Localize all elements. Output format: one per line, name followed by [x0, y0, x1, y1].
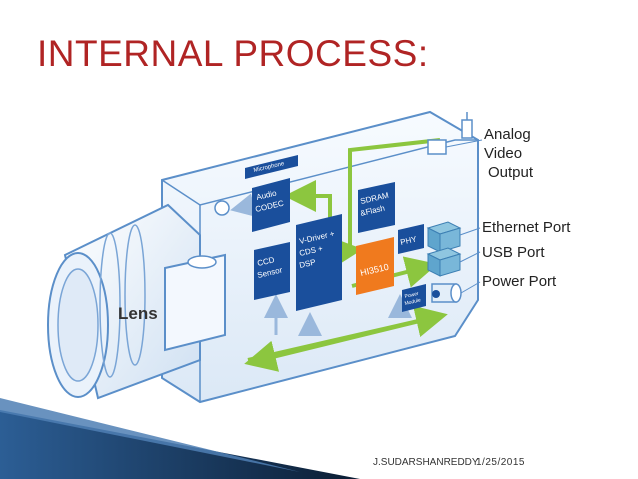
slide-title: INTERNAL PROCESS: [37, 33, 429, 74]
microphone-block: Microphone [245, 155, 298, 179]
power-module-block: Power Module [402, 284, 426, 312]
footer-date: 1/25/2015 [476, 457, 525, 468]
ccd-label-1: CCD [256, 255, 275, 268]
power-module-label-1: Power [404, 291, 419, 300]
power-port-label: Power Port [482, 273, 557, 290]
analog-line-2: Video [484, 145, 523, 162]
audio-codec-block: Audio CODEC [252, 178, 290, 232]
control-arrows [230, 193, 412, 336]
sdram-flash-block: SDRAM &Flash [358, 182, 395, 233]
leader-lines [445, 139, 483, 294]
analog-video-output-label: Analog Video Output [484, 125, 533, 182]
phy-block: PHY [398, 224, 424, 254]
lens-label: Lens [118, 304, 158, 323]
power-module-label-2: Module [404, 297, 422, 307]
ccd-sensor-block: CCD Sensor [254, 242, 290, 300]
corner-decoration [0, 398, 360, 479]
phy-label: PHY [399, 234, 418, 247]
rear-ports [426, 139, 462, 303]
hi3510-processor-block: HI3510 [356, 237, 394, 295]
v-driver-label-3: DSP [298, 257, 316, 269]
lens [47, 200, 230, 400]
analog-line-3: Output [488, 164, 534, 181]
footer-author: J.SUDARSHANREDDY [373, 457, 479, 468]
ethernet-port-label: Ethernet Port [482, 219, 571, 236]
v-driver-block: V-Driver + CDS + DSP [296, 214, 342, 311]
analog-line-1: Analog [484, 126, 531, 143]
usb-port-label: USB Port [482, 244, 545, 261]
